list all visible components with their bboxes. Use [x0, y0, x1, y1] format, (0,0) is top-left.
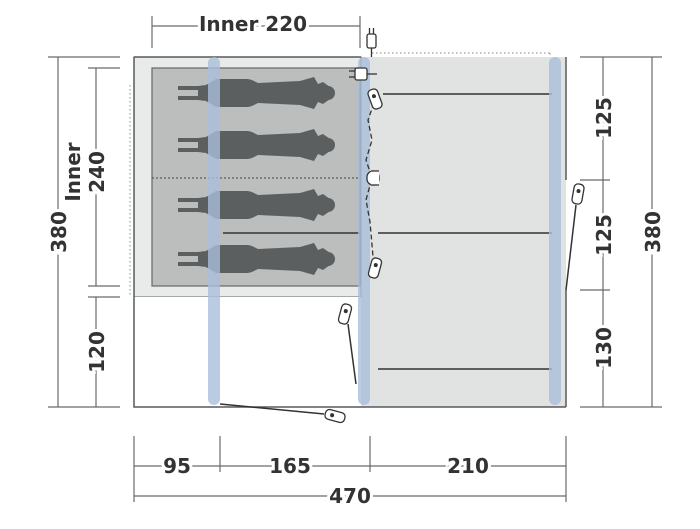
door-zip-line: [565, 204, 577, 291]
porch-area: [361, 57, 566, 407]
right-total-label: 380: [641, 211, 665, 253]
left-bottom-label: 120: [85, 331, 109, 373]
door-zip-icon: [337, 303, 353, 325]
outer-wall-left: [133, 57, 361, 408]
right-middle-label: 125: [592, 214, 616, 256]
inner-width-label: Inner 220: [199, 12, 307, 36]
bottom-a-label: 95: [163, 454, 191, 478]
inner-height-word: Inner: [61, 142, 85, 201]
left-total-label: 380: [47, 211, 71, 253]
inner-height-value: 240: [85, 151, 109, 193]
bottom-c-label: 210: [447, 454, 489, 478]
pole: [549, 57, 561, 405]
door-zip-line: [347, 323, 357, 385]
pole: [358, 57, 370, 405]
power-plug-icon: [366, 28, 377, 57]
bottom-total-label: 470: [329, 484, 371, 508]
right-bottom-label: 130: [592, 327, 616, 369]
bottom-b-label: 165: [269, 454, 311, 478]
pole: [208, 57, 220, 405]
door-zip-icon: [324, 408, 346, 424]
door-zip-icon: [366, 170, 380, 186]
door-zip-icon: [571, 183, 585, 205]
right-top-label: 125: [592, 97, 616, 139]
power-socket-icon: [349, 67, 377, 81]
door-zip-line: [365, 102, 375, 269]
door-zip-icon: [367, 257, 383, 279]
door-zip-line: [219, 403, 325, 415]
door-zip-icon: [367, 88, 383, 110]
dimension-lines: [48, 16, 662, 502]
vestibule-area: [134, 297, 361, 407]
